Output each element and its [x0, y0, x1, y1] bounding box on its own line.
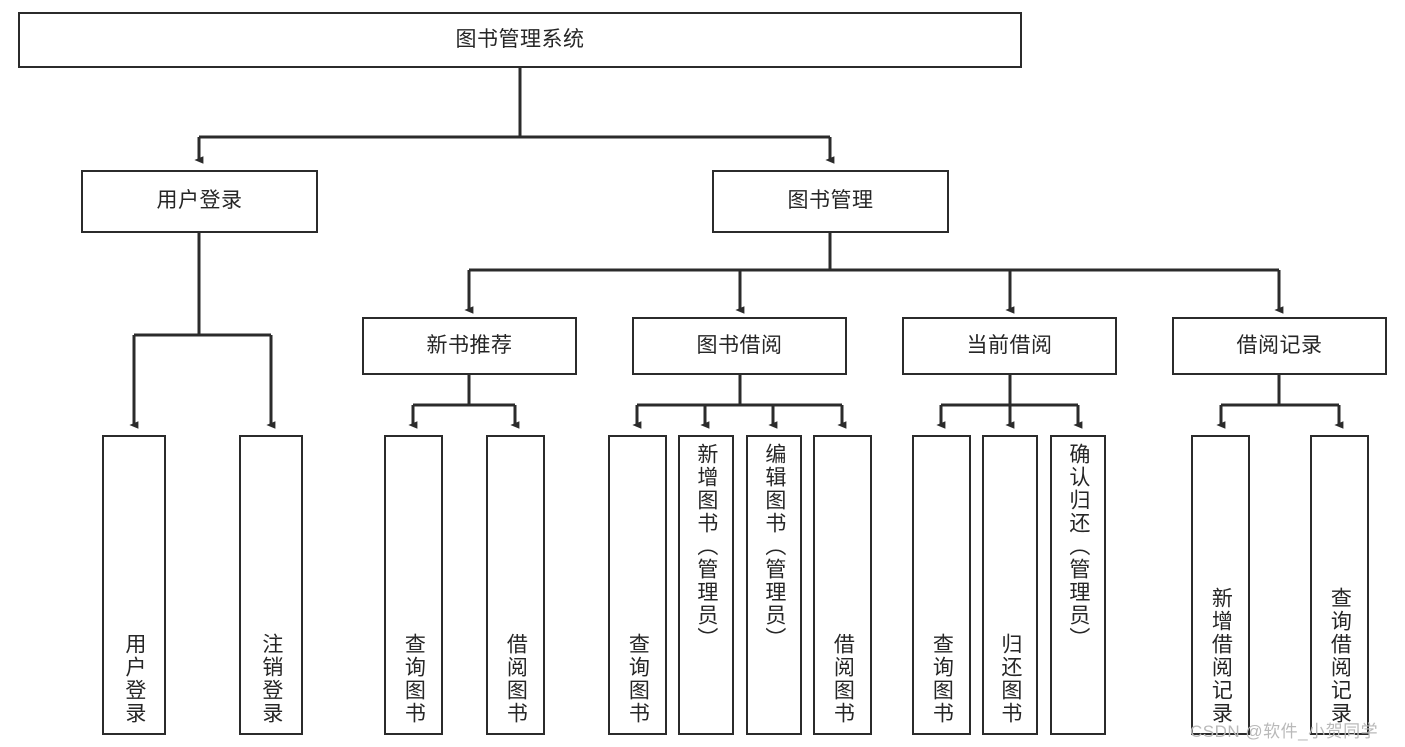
csdn-watermark: CSDN @软件_小贺同学	[1190, 722, 1379, 741]
leaf-borrow-edit-book-label: 编辑图书（管理员）	[762, 443, 786, 650]
node-root[interactable]: 图书管理系统	[18, 12, 1022, 68]
node-book-management-label: 图书管理	[787, 189, 874, 213]
node-book-borrow-label: 图书借阅	[696, 333, 783, 357]
node-current-borrow[interactable]: 当前借阅	[902, 317, 1117, 375]
leaf-borrow-borrow-book-label: 借阅图书	[831, 633, 855, 725]
node-new-book-recommend[interactable]: 新书推荐	[362, 317, 577, 375]
leaf-borrow-add-book[interactable]: 新增图书（管理员）	[678, 435, 734, 735]
leaf-new-book-borrow-label: 借阅图书	[504, 633, 528, 725]
leaf-user-login-logout[interactable]: 注销登录	[239, 435, 303, 735]
leaf-user-login-logout-label: 注销登录	[259, 633, 283, 725]
node-borrow-record-label: 借阅记录	[1236, 333, 1323, 357]
leaf-record-query-label: 查询借阅记录	[1328, 587, 1352, 725]
leaf-new-book-borrow[interactable]: 借阅图书	[486, 435, 545, 735]
leaf-borrow-add-book-label: 新增图书（管理员）	[694, 443, 718, 650]
node-user-login-label: 用户登录	[156, 189, 243, 213]
leaf-current-confirm-return[interactable]: 确认归还（管理员）	[1050, 435, 1106, 735]
node-book-management[interactable]: 图书管理	[712, 170, 949, 233]
leaf-current-return-book[interactable]: 归还图书	[982, 435, 1038, 735]
leaf-user-login-login[interactable]: 用户登录	[102, 435, 166, 735]
node-current-borrow-label: 当前借阅	[966, 333, 1053, 357]
leaf-user-login-login-label: 用户登录	[122, 633, 146, 725]
node-book-borrow[interactable]: 图书借阅	[632, 317, 847, 375]
node-borrow-record[interactable]: 借阅记录	[1172, 317, 1387, 375]
leaf-new-book-query[interactable]: 查询图书	[384, 435, 443, 735]
leaf-record-add-label: 新增借阅记录	[1209, 587, 1233, 725]
leaf-borrow-borrow-book[interactable]: 借阅图书	[813, 435, 872, 735]
leaf-current-query-book[interactable]: 查询图书	[912, 435, 971, 735]
leaf-borrow-edit-book[interactable]: 编辑图书（管理员）	[746, 435, 802, 735]
node-root-label: 图书管理系统	[455, 27, 585, 51]
leaf-record-add[interactable]: 新增借阅记录	[1191, 435, 1250, 735]
node-user-login[interactable]: 用户登录	[81, 170, 318, 233]
leaf-new-book-query-label: 查询图书	[402, 633, 426, 725]
leaf-borrow-query-book-label: 查询图书	[626, 633, 650, 725]
leaf-current-return-book-label: 归还图书	[998, 633, 1022, 725]
leaf-borrow-query-book[interactable]: 查询图书	[608, 435, 667, 735]
leaf-current-query-book-label: 查询图书	[930, 633, 954, 725]
leaf-current-confirm-return-label: 确认归还（管理员）	[1066, 443, 1090, 650]
leaf-record-query[interactable]: 查询借阅记录	[1310, 435, 1369, 735]
node-new-book-recommend-label: 新书推荐	[426, 333, 513, 357]
